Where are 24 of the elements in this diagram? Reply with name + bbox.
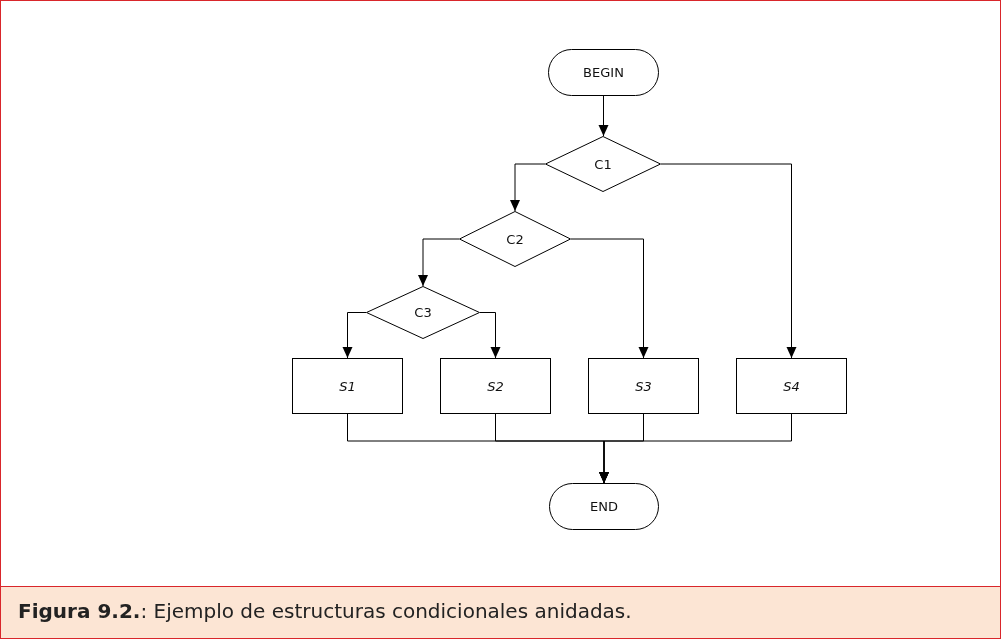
- node-label: C2: [506, 231, 524, 247]
- arrow: [599, 413, 792, 484]
- arrow: [342, 312, 367, 359]
- process-box: [736, 358, 847, 414]
- terminal-shape: [548, 49, 659, 96]
- arrow: [660, 163, 797, 359]
- arrow: [598, 95, 609, 137]
- figure-caption: Figura 9.2.: Ejemplo de estructuras condicionales anidadas.: [18, 599, 632, 623]
- node-label: C1: [594, 156, 612, 172]
- process-box: [440, 358, 551, 414]
- node-label: END: [590, 499, 618, 514]
- terminal-shape: [549, 483, 659, 530]
- node-label: BEGIN: [583, 65, 624, 80]
- node-label: C3: [414, 305, 432, 320]
- arrow: [418, 238, 460, 287]
- arrow: [570, 238, 649, 359]
- process-box: [292, 358, 403, 414]
- process-box: [588, 358, 699, 414]
- node-label: S2: [487, 378, 504, 394]
- node-label: S3: [635, 378, 652, 394]
- node-label: S1: [339, 378, 356, 394]
- node-label: S4: [783, 378, 800, 394]
- arrow: [479, 312, 501, 359]
- arrow: [510, 163, 546, 212]
